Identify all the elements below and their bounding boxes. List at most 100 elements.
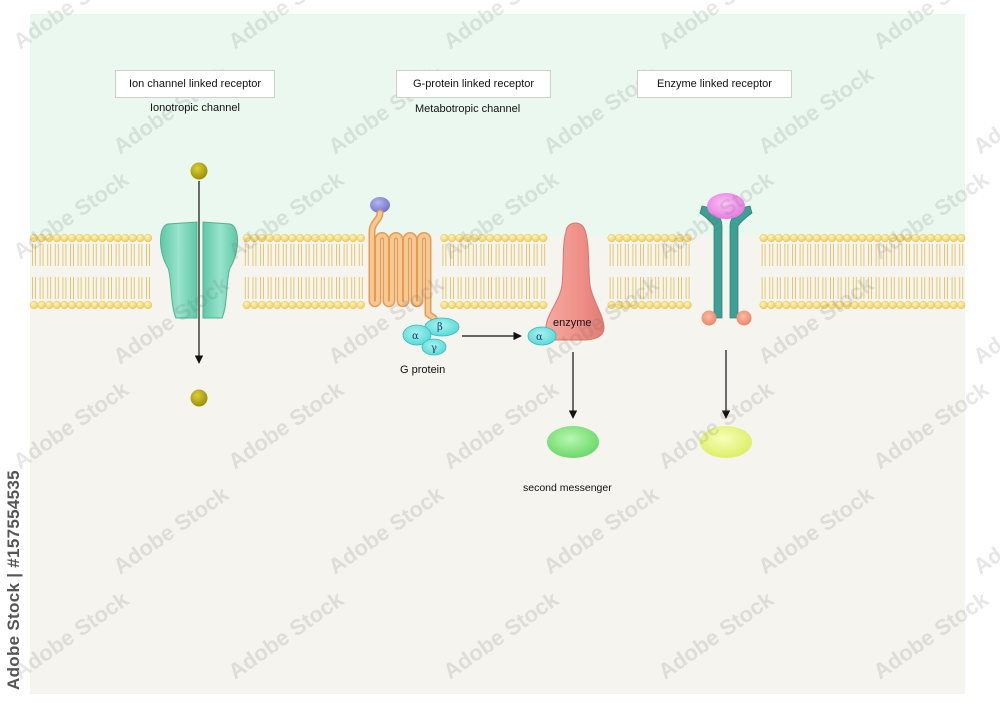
watermark-text: Adobe Stock xyxy=(969,271,1000,369)
lipid-head xyxy=(805,233,814,243)
lipid-head xyxy=(850,233,859,243)
lipid-head xyxy=(242,300,251,310)
lipid-tails xyxy=(108,244,112,299)
lipid-head xyxy=(660,300,669,310)
ion-channel-left-half xyxy=(160,221,198,319)
lipid-head xyxy=(759,300,768,310)
lipid-tails xyxy=(260,244,264,299)
lipid-head xyxy=(820,233,829,243)
lipid-tails xyxy=(47,244,52,299)
lipid-tails xyxy=(837,244,842,299)
lipid-head xyxy=(957,300,966,310)
lipid-tails xyxy=(290,244,295,299)
lipid-head xyxy=(250,300,259,310)
lipid-tails xyxy=(890,244,895,299)
lipid-tails xyxy=(906,244,910,299)
watermark-text: Adobe Stock xyxy=(969,481,1000,579)
lipid-tails xyxy=(776,244,781,299)
lipid-head xyxy=(113,233,122,243)
lipid-head xyxy=(493,233,502,243)
lipid-tails xyxy=(655,244,660,299)
lipid-tails xyxy=(32,244,36,299)
lipid-head xyxy=(90,300,99,310)
lipid-tails xyxy=(92,244,97,299)
lipid-head xyxy=(349,233,358,243)
lipid-head xyxy=(333,233,343,243)
lipid-head xyxy=(303,233,312,243)
lipid-tails xyxy=(852,244,857,299)
lipid-tails xyxy=(442,244,447,299)
lipid-head xyxy=(896,300,905,310)
ionotropic-channel-caption: Ionotropic channel xyxy=(150,102,240,114)
lipid-tails xyxy=(678,244,682,299)
alpha-symbol: α xyxy=(412,331,419,342)
lipid-tails xyxy=(951,244,956,299)
activated-product xyxy=(700,426,752,458)
enzyme-receptor-title: Enzyme linked receptor xyxy=(637,70,792,98)
lipid-head xyxy=(113,300,122,310)
lipid-head xyxy=(311,300,320,310)
lipid-head xyxy=(911,300,920,310)
lipid-tails xyxy=(647,244,652,299)
lipid-head xyxy=(622,233,631,243)
lipid-head xyxy=(121,300,130,310)
lipid-head xyxy=(683,300,692,310)
lipid-head xyxy=(273,300,282,310)
lipid-tails xyxy=(936,244,941,299)
g-receptor-ligand xyxy=(370,197,390,213)
lipid-tails xyxy=(488,244,492,299)
lipid-head xyxy=(143,300,153,310)
lipid-tails xyxy=(123,244,128,299)
lipid-head xyxy=(835,233,844,243)
lipid-head xyxy=(508,233,517,243)
lipid-head xyxy=(311,233,320,243)
lipid-head xyxy=(136,233,145,243)
lipid-head xyxy=(356,300,365,310)
lipid-head xyxy=(478,300,487,310)
lipid-head xyxy=(789,300,799,310)
lipid-head xyxy=(941,300,951,310)
lipid-head xyxy=(295,300,305,310)
lipid-tails xyxy=(244,244,249,299)
lipid-head xyxy=(523,233,533,243)
lipid-tails xyxy=(100,244,105,299)
lipid-head xyxy=(318,233,327,243)
lipid-tails xyxy=(503,244,508,299)
gpcr-seven-transmembrane-inner xyxy=(370,211,436,320)
lipid-head xyxy=(75,300,84,310)
lipid-head xyxy=(501,300,510,310)
lipid-head xyxy=(37,300,46,310)
lipid-tails xyxy=(814,244,819,299)
lipid-head xyxy=(67,233,77,243)
lipid-tails xyxy=(830,244,834,299)
lipid-head xyxy=(774,233,783,243)
lipid-head xyxy=(440,300,449,310)
lipid-head xyxy=(447,300,457,310)
lipid-tails xyxy=(875,244,880,299)
lipid-head xyxy=(318,300,327,310)
g-protein-gamma xyxy=(421,338,447,356)
lipid-head xyxy=(531,233,540,243)
lipid-tails xyxy=(784,244,789,299)
lipid-head xyxy=(637,233,647,243)
lipid-head xyxy=(516,233,525,243)
lipid-head xyxy=(767,300,776,310)
lipid-tails xyxy=(351,244,356,299)
lipid-tails xyxy=(465,244,470,299)
lipid-head xyxy=(630,233,639,243)
lipid-tails xyxy=(609,244,614,299)
lipid-head xyxy=(341,300,350,310)
lipid-tails xyxy=(39,244,44,299)
lipid-tails xyxy=(860,244,865,299)
lipid-tails xyxy=(320,244,325,299)
lipid-head xyxy=(934,233,943,243)
lipid-tails xyxy=(298,244,302,299)
lipid-head xyxy=(926,300,935,310)
lipid-head xyxy=(934,300,943,310)
lipid-head xyxy=(789,233,799,243)
lipid-head xyxy=(949,233,958,243)
lipid-head xyxy=(797,300,806,310)
enzyme-linked-receptor xyxy=(699,193,753,458)
lipid-tails xyxy=(510,244,515,299)
lipid-head xyxy=(812,233,821,243)
